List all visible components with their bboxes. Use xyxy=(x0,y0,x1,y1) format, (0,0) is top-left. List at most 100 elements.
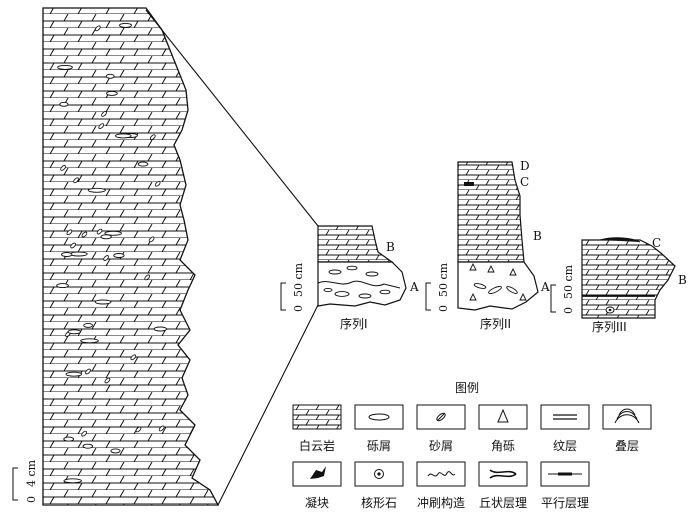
legend-label-2: 砾屑 xyxy=(367,439,391,453)
dolomite-bricks-icon xyxy=(292,404,342,430)
seq3-label-b: B xyxy=(678,273,687,287)
gravel-clast xyxy=(69,251,88,257)
legend-label-7: 凝块 xyxy=(305,495,329,510)
oncoid-ring-icon xyxy=(354,461,404,487)
scour-wave-icon xyxy=(416,461,466,487)
sand-clast xyxy=(158,425,165,432)
main-scale-zero: 0 xyxy=(25,496,38,503)
seq3-stromatolite-cap xyxy=(599,237,641,243)
seq3-label-c: C xyxy=(652,236,661,250)
sand-clast xyxy=(130,354,137,361)
sand-clast xyxy=(66,229,73,236)
sand-clast xyxy=(149,134,156,141)
seq2-scale-bar: 0 50 cm xyxy=(425,262,450,312)
seq1-label-a: A xyxy=(409,280,419,294)
gravel-clast xyxy=(80,338,99,344)
sand-clast xyxy=(148,236,155,243)
hummocky-bedding-icon xyxy=(478,461,528,487)
svg-text:50 cm: 50 cm xyxy=(562,264,575,299)
gravel-clast xyxy=(100,234,112,240)
sand-clast xyxy=(85,368,91,375)
lamination-lines-icon xyxy=(540,404,590,430)
legend-title: 图例 xyxy=(455,381,479,395)
svg-text:50 cm: 50 cm xyxy=(292,262,305,297)
svg-text:50 cm: 50 cm xyxy=(437,262,450,297)
legend-label-4: 角砾 xyxy=(491,439,515,453)
main-column-clasts xyxy=(56,22,167,484)
gravel-clast xyxy=(110,448,121,454)
seq2-lower-unit xyxy=(457,261,539,311)
main-scale-value: 4 cm xyxy=(25,459,38,487)
sand-clast xyxy=(101,111,107,117)
thrombolite-clot-icon xyxy=(292,461,342,487)
parallel-bedding-icon xyxy=(540,461,590,487)
seq3-title: 序列III xyxy=(592,319,627,334)
legend-label-9: 冲刷构造 xyxy=(417,495,465,510)
sequence-2: D C B A 序列II 0 50 cm xyxy=(425,159,550,331)
gravel-clast xyxy=(106,90,118,96)
gravel-clast xyxy=(83,322,93,328)
legend-label-11: 平行层理 xyxy=(541,496,589,510)
legend-label-8: 核形石 xyxy=(361,496,397,510)
seq1-clasts xyxy=(323,265,391,299)
sand-clast xyxy=(94,25,101,32)
seq1-scale-bar: 0 50 cm xyxy=(280,262,305,312)
sequence-3: C B 序列III 0 50 cm xyxy=(550,236,687,334)
sand-clast xyxy=(81,231,88,238)
seq1-upper-dolomite xyxy=(317,225,394,263)
gravel-clast xyxy=(67,329,82,335)
sequence-1: B A 序列I 0 50 cm xyxy=(280,225,419,331)
gravel-clast xyxy=(137,161,149,167)
sand-clast-icon xyxy=(416,404,466,430)
seq2-clot xyxy=(464,182,474,186)
seq2-title: 序列II xyxy=(480,316,511,331)
gravel-clast xyxy=(87,187,106,193)
seq3-scale-bar: 0 50 cm xyxy=(550,264,575,314)
breccia-triangle-icon xyxy=(478,404,528,430)
gravel-clast xyxy=(115,133,132,139)
svg-text:0: 0 xyxy=(292,305,305,312)
gravel-clast xyxy=(119,22,132,28)
seq2-label-a: A xyxy=(540,280,550,294)
gravel-clast xyxy=(65,371,83,377)
sand-clast xyxy=(104,377,111,384)
zoom-line-top xyxy=(145,9,319,227)
sand-clast xyxy=(70,242,76,249)
seq3-dolomite xyxy=(581,239,676,319)
gravel-clast xyxy=(59,101,69,107)
gravel-clast xyxy=(56,283,69,289)
seq2-label-b: B xyxy=(533,229,542,243)
gravel-clast xyxy=(63,436,75,442)
svg-text:0: 0 xyxy=(437,305,450,312)
legend-label-6: 叠层 xyxy=(615,439,639,453)
seq2-label-d: D xyxy=(520,159,530,173)
seq2-upper-dolomite xyxy=(457,161,525,263)
legend-label-5: 纹层 xyxy=(553,439,577,453)
sand-clast xyxy=(98,123,105,129)
seq1-title: 序列I xyxy=(340,316,368,331)
legend-label-3: 砂屑 xyxy=(429,439,453,453)
sand-clast xyxy=(154,180,161,187)
seq2-clasts xyxy=(469,262,527,301)
gravel-clast xyxy=(61,252,73,257)
gravel-clast xyxy=(63,478,82,484)
seq1-scour-surface xyxy=(317,280,401,289)
legend: 图例 白云岩 砾屑 砂屑 xyxy=(292,381,652,510)
zoom-line-bottom xyxy=(217,304,319,506)
sand-clast xyxy=(60,165,66,171)
seq2-label-c: C xyxy=(520,175,529,189)
legend-label-1: 白云岩 xyxy=(299,438,335,453)
gravel-clast xyxy=(57,64,73,70)
gravel-clast xyxy=(104,230,123,236)
legend-label-10: 丘状层理 xyxy=(479,496,527,510)
main-column xyxy=(42,7,220,506)
sand-clast xyxy=(73,177,79,184)
svg-text:0: 0 xyxy=(562,307,575,314)
gravel-clast xyxy=(153,326,167,332)
seq1-label-b: B xyxy=(386,240,395,254)
main-scale-bar: 0 4 cm xyxy=(12,459,38,503)
sand-clast xyxy=(103,255,109,261)
gravel-clast xyxy=(113,253,125,258)
gravel-clast xyxy=(82,443,94,449)
sand-clast xyxy=(96,228,103,235)
